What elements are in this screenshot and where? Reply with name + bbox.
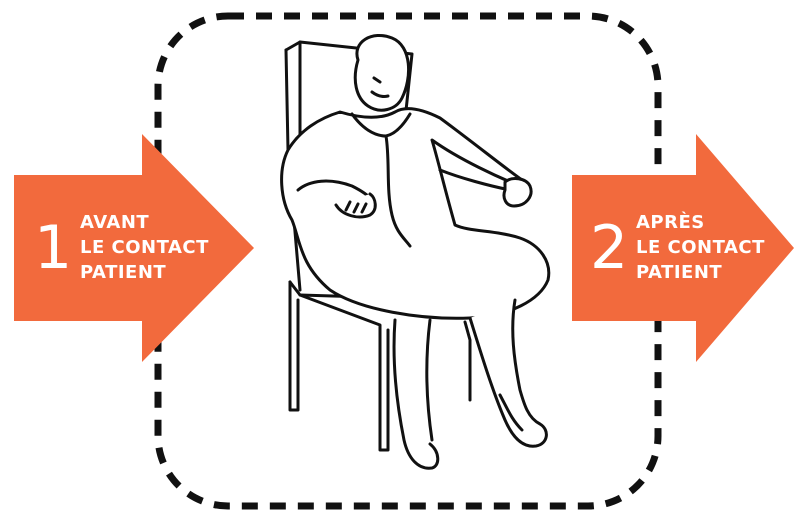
moment-2-number: 2 xyxy=(590,218,628,278)
moment-2-label-line3: PATIENT xyxy=(636,260,765,285)
moment-2-label-line2: LE CONTACT xyxy=(636,235,765,260)
moment-1-arrow: 1 AVANT LE CONTACT PATIENT xyxy=(14,134,254,362)
moment-1-label-line1: AVANT xyxy=(80,210,209,235)
moment-2-label-line1: APRÈS xyxy=(636,210,765,235)
moment-1-label: AVANT LE CONTACT PATIENT xyxy=(80,210,209,285)
moment-2-arrow: 2 APRÈS LE CONTACT PATIENT xyxy=(572,134,794,362)
moment-1-label-line2: LE CONTACT xyxy=(80,235,209,260)
moment-1-label-line3: PATIENT xyxy=(80,260,209,285)
seated-patient-icon xyxy=(255,30,555,480)
moment-1-number: 1 xyxy=(34,218,72,278)
moment-2-label: APRÈS LE CONTACT PATIENT xyxy=(636,210,765,285)
